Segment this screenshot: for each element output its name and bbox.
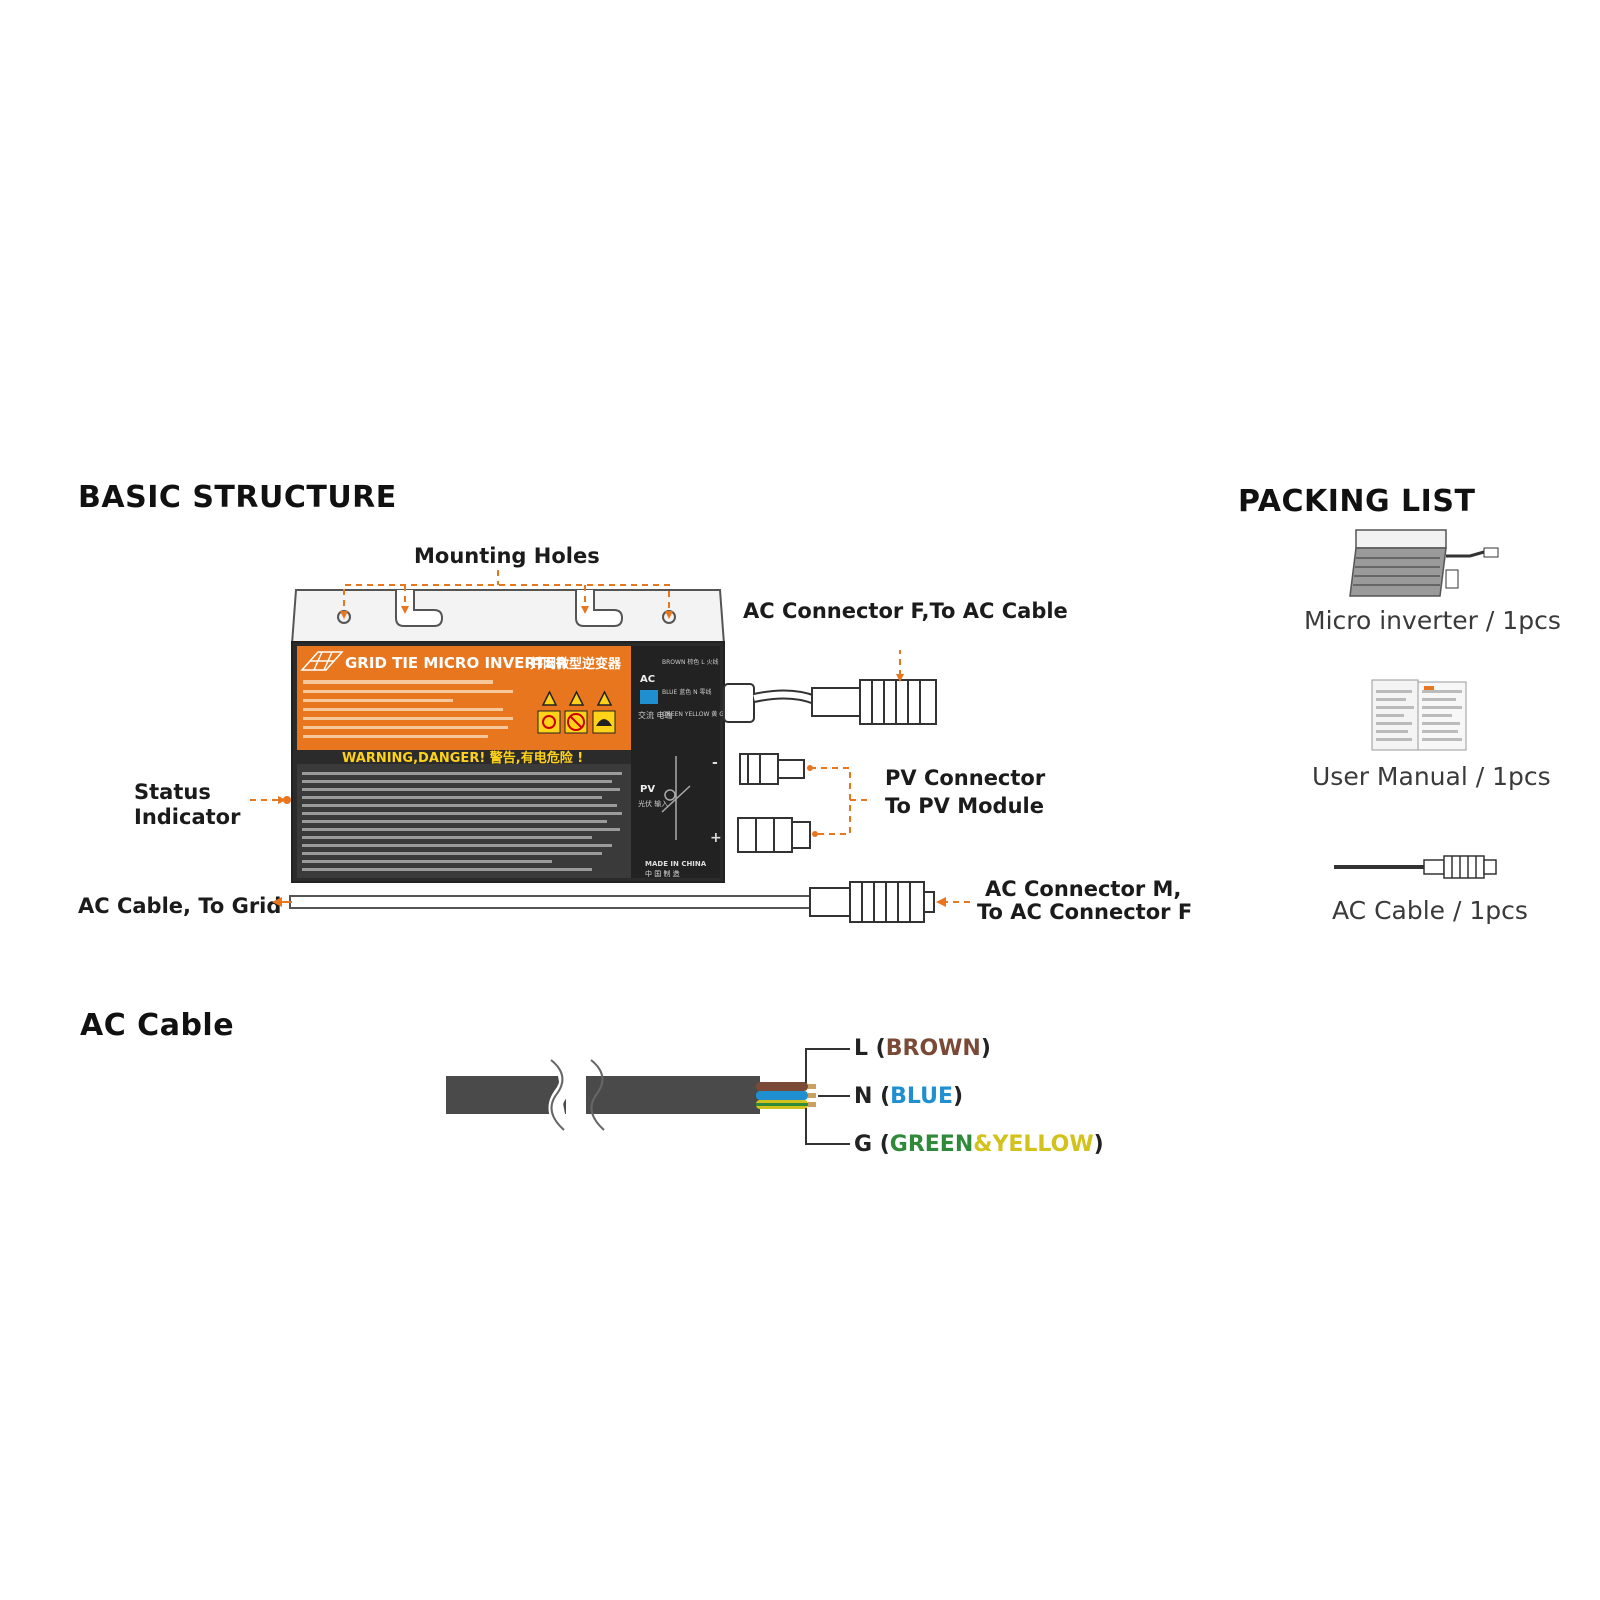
label-warning: WARNING,DANGER! 警告,有电危险 ! [342, 750, 583, 766]
micro-inverter-icon [1350, 530, 1498, 596]
pv-connector-minus [740, 754, 804, 784]
wire-label-suffix: ) [1094, 1132, 1104, 1157]
pv-connector-leader [810, 768, 872, 834]
wire-label-n: N (BLUE) [854, 1084, 963, 1109]
pv-connector-plus [738, 818, 810, 852]
wire-label-suffix: ) [981, 1036, 991, 1061]
wire-label-prefix: N ( [854, 1084, 890, 1109]
wire-color-yellow: YELLOW [992, 1132, 1093, 1157]
wire-color-blue: BLUE [890, 1084, 953, 1109]
wire-color-amp: & [973, 1132, 992, 1157]
ac-cable-section-title: AC Cable [80, 1008, 234, 1043]
wire-blue [756, 1091, 808, 1100]
wire-color-green: GREEN [890, 1132, 973, 1157]
wire-label-g: G (GREEN&YELLOW) [854, 1132, 1104, 1157]
label-made-in-cn: 中 国 制 造 [645, 869, 680, 878]
packing-item-sep: / [1453, 896, 1461, 925]
svg-text:-: - [712, 755, 718, 771]
label-wire-brown: BROWN 棕色 L 火线 [662, 658, 719, 666]
packing-item-ac-cable: AC Cable / 1pcs [1332, 896, 1528, 925]
ac-cable-to-grid [290, 882, 934, 922]
packing-item-micro-inverter: Micro inverter / 1pcs [1304, 606, 1561, 635]
wire-label-prefix: G ( [854, 1132, 890, 1157]
wire-brown [756, 1082, 808, 1091]
wire-label-suffix: ) [953, 1084, 963, 1109]
packing-item-user-manual: User Manual / 1pcs [1312, 762, 1551, 791]
label-ac-tag: AC [640, 674, 655, 685]
label-title-cn: 并网微型逆变器 [530, 656, 622, 672]
packing-list-title: PACKING LIST [1238, 484, 1475, 519]
packing-item-name: Micro inverter [1304, 606, 1478, 635]
hazard-icons [538, 692, 615, 733]
label-pv-tag: PV [640, 784, 655, 795]
label-made-in: MADE IN CHINA [645, 860, 707, 868]
label-wire-blue: BLUE 蓝色 N 零线 [662, 688, 712, 696]
svg-text:+: + [710, 830, 722, 846]
packing-item-name: AC Cable [1332, 896, 1445, 925]
packing-item-qty: 1pcs [1502, 606, 1561, 635]
packing-item-sep: / [1476, 762, 1484, 791]
label-pv-tag-cn: 光伏 输入 [638, 799, 668, 808]
user-manual-icon [1372, 680, 1466, 750]
ac-connector-f [724, 680, 936, 724]
wire-label-prefix: L ( [854, 1036, 886, 1061]
ac-cable-icon [1334, 856, 1496, 878]
mounting-bracket [292, 590, 724, 644]
packing-item-name: User Manual [1312, 762, 1468, 791]
packing-item-qty: 1pcs [1469, 896, 1528, 925]
wire-color-brown: BROWN [886, 1036, 981, 1061]
packing-item-qty: 1pcs [1492, 762, 1551, 791]
packing-item-sep: / [1486, 606, 1494, 635]
wire-label-l: L (BROWN) [854, 1036, 991, 1061]
ac-cable-diagram [446, 1049, 850, 1144]
